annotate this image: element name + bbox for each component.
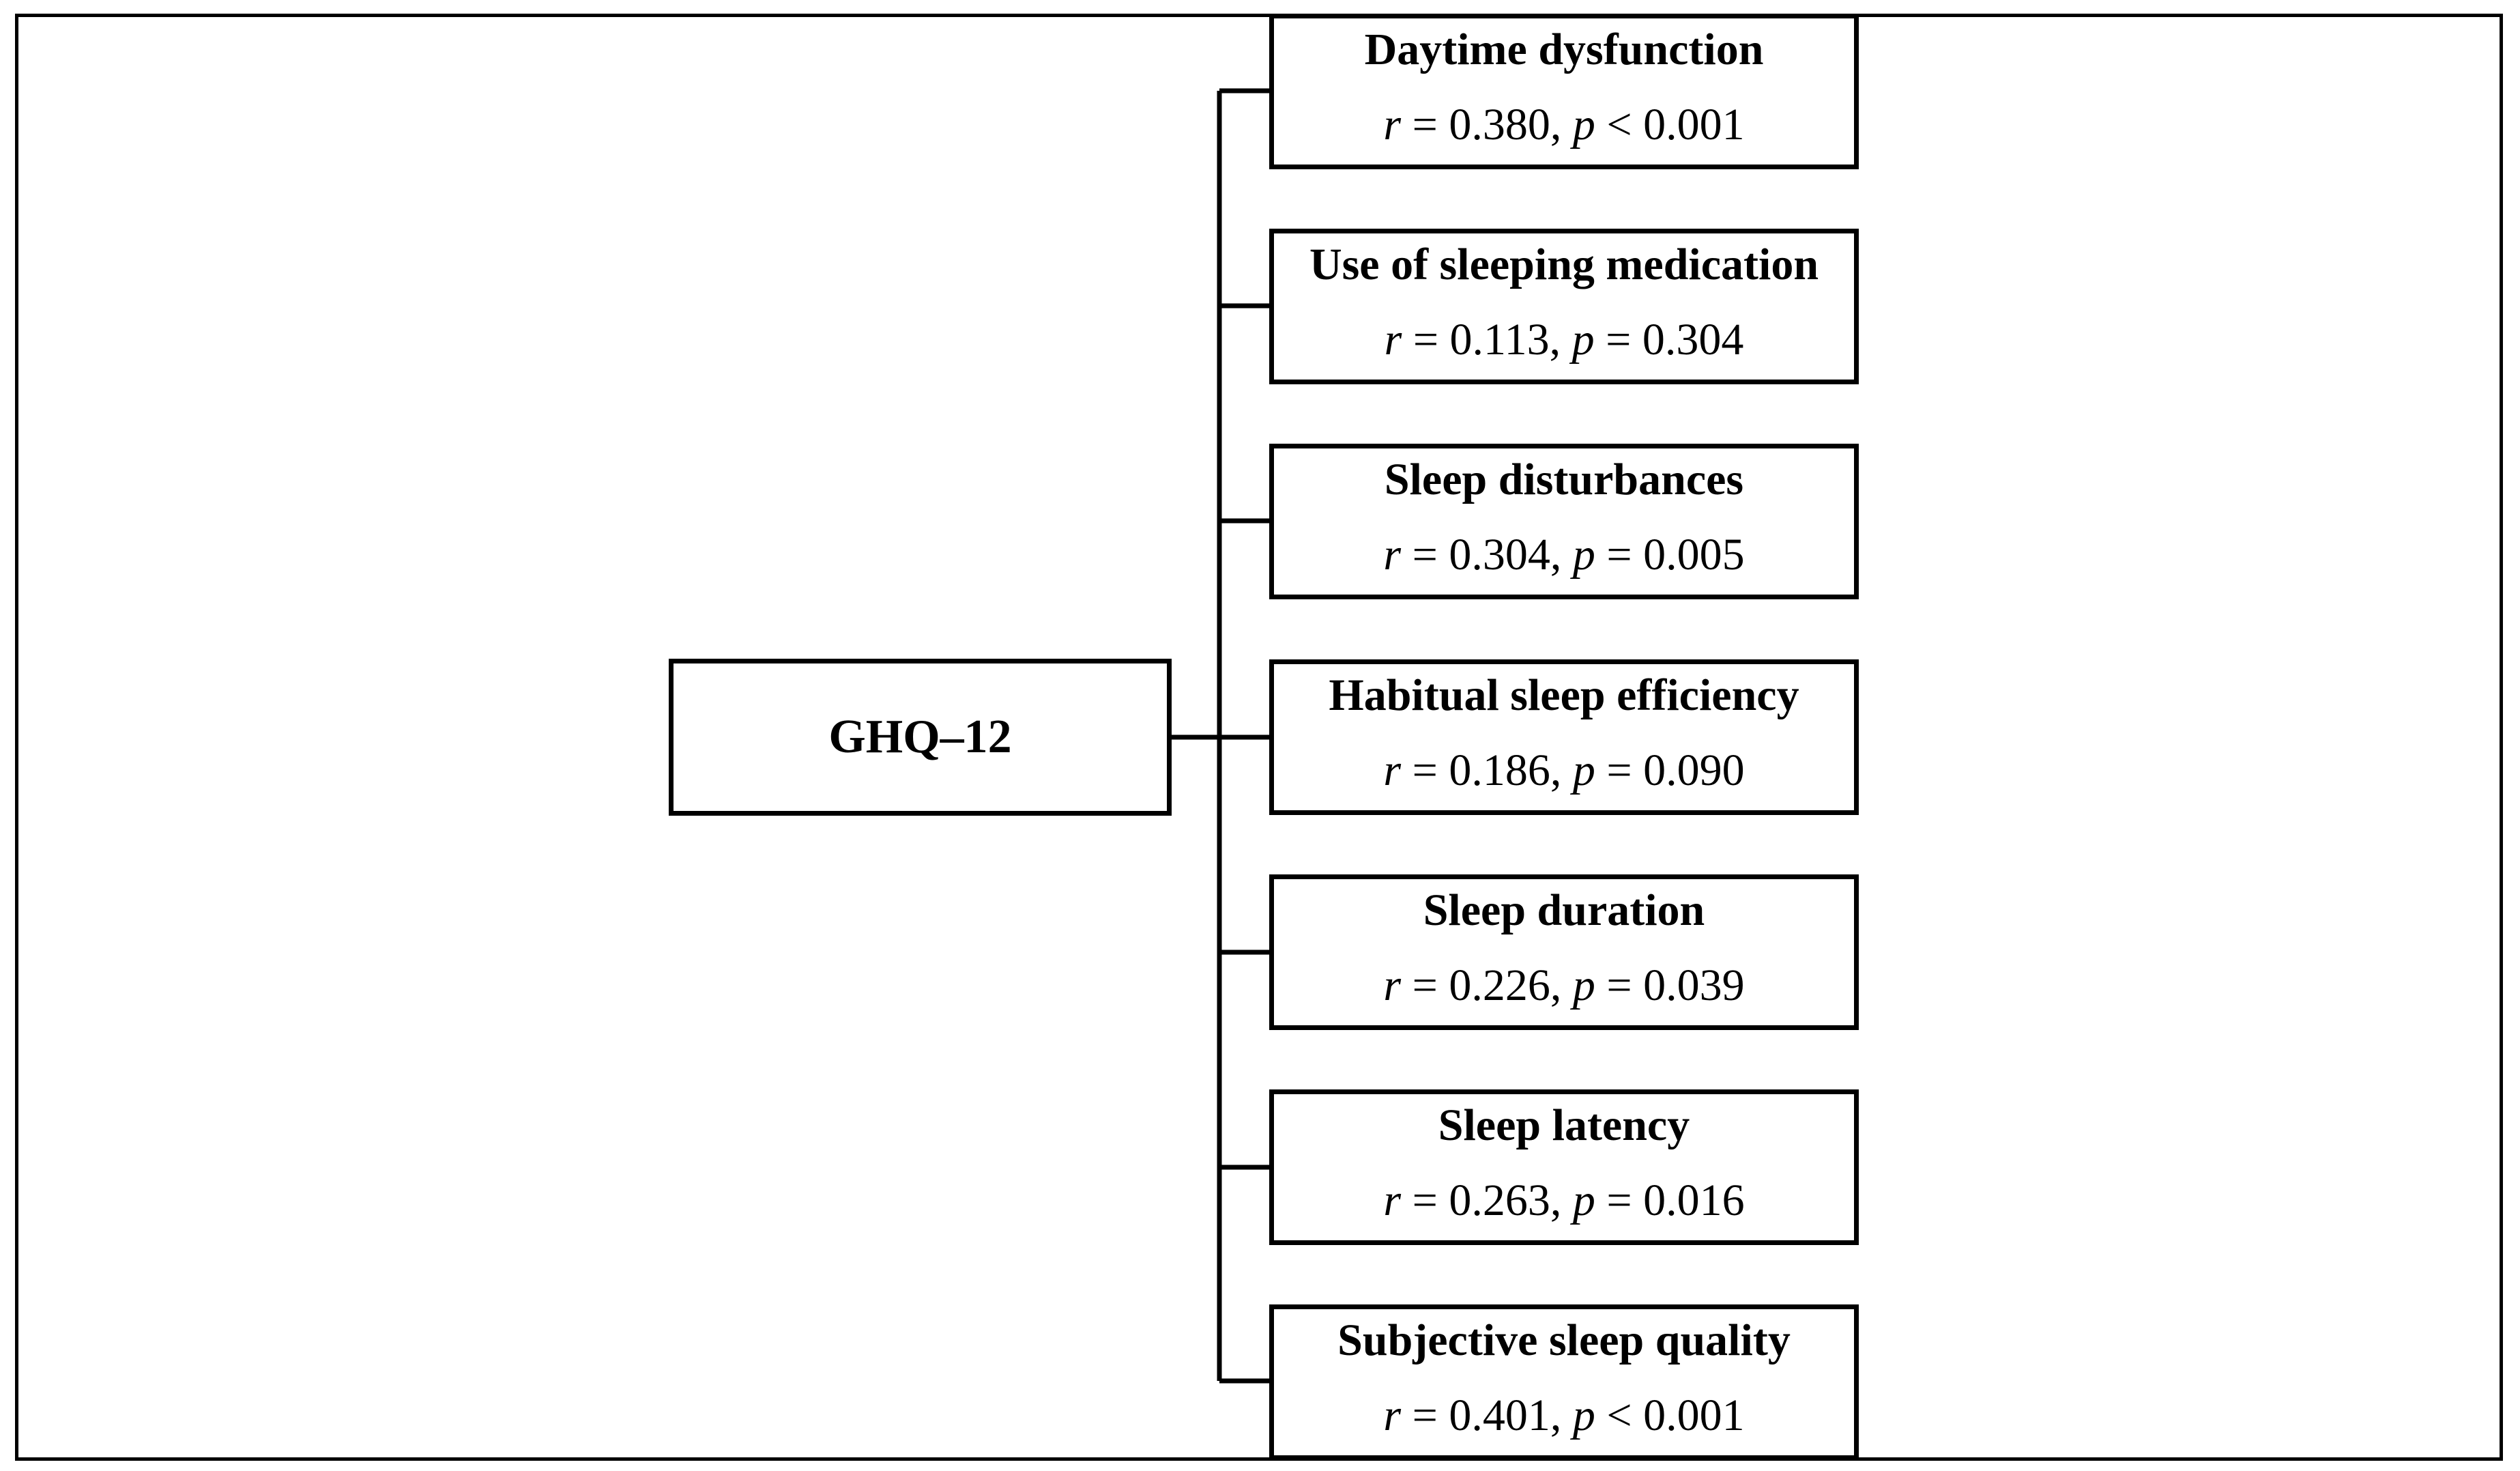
ghq12-box: GHQ–12 [669, 659, 1172, 816]
item-stats: r = 0.304, p = 0.005 [1274, 529, 1854, 581]
p-symbol: p [1572, 1175, 1595, 1225]
p-symbol: p [1572, 960, 1595, 1010]
item-title: Daytime dysfunction [1364, 25, 1764, 74]
p-value: = 0.304 [1606, 315, 1744, 365]
p-value: < 0.001 [1606, 1390, 1745, 1440]
item-box-sleep-latency: Sleep latency r = 0.263, p = 0.016 [1269, 1089, 1859, 1245]
item-box-habitual-sleep-efficiency: Habitual sleep efficiency r = 0.186, p =… [1269, 659, 1859, 815]
p-value: = 0.016 [1606, 1175, 1745, 1225]
r-value: = 0.113, [1413, 315, 1561, 365]
item-box-use-of-sleeping-medication: Use of sleeping medication r = 0.113, p … [1269, 229, 1859, 384]
p-symbol: p [1572, 745, 1595, 795]
r-symbol: r [1383, 960, 1402, 1010]
item-title: Habitual sleep efficiency [1329, 670, 1799, 720]
item-stats: r = 0.226, p = 0.039 [1274, 960, 1854, 1012]
r-symbol: r [1383, 1390, 1402, 1440]
p-symbol: p [1572, 1390, 1595, 1440]
item-box-sleep-disturbances: Sleep disturbances r = 0.304, p = 0.005 [1269, 444, 1859, 599]
p-value: < 0.001 [1606, 100, 1745, 149]
item-title: Sleep latency [1438, 1100, 1690, 1150]
p-symbol: p [1572, 315, 1595, 365]
r-value: = 0.380, [1412, 100, 1562, 149]
item-stats: r = 0.186, p = 0.090 [1274, 745, 1854, 797]
r-symbol: r [1383, 1175, 1402, 1225]
item-box-sleep-duration: Sleep duration r = 0.226, p = 0.039 [1269, 874, 1859, 1030]
item-title: Sleep disturbances [1384, 455, 1744, 504]
p-value: = 0.039 [1606, 960, 1745, 1010]
r-symbol: r [1383, 745, 1402, 795]
r-value: = 0.263, [1412, 1175, 1562, 1225]
p-symbol: p [1572, 530, 1595, 580]
item-box-subjective-sleep-quality: Subjective sleep quality r = 0.401, p < … [1269, 1304, 1859, 1460]
item-title: Use of sleeping medication [1309, 240, 1819, 289]
p-value: = 0.090 [1606, 745, 1745, 795]
r-value: = 0.186, [1412, 745, 1562, 795]
r-symbol: r [1383, 530, 1402, 580]
r-symbol: r [1384, 315, 1402, 365]
r-value: = 0.226, [1412, 960, 1562, 1010]
r-symbol: r [1383, 100, 1402, 149]
r-value: = 0.401, [1412, 1390, 1562, 1440]
item-title: Sleep duration [1423, 885, 1705, 935]
item-stats: r = 0.263, p = 0.016 [1274, 1175, 1854, 1227]
r-value: = 0.304, [1412, 530, 1562, 580]
item-stats: r = 0.113, p = 0.304 [1274, 314, 1854, 366]
item-stats: r = 0.401, p < 0.001 [1274, 1390, 1854, 1442]
item-box-daytime-dysfunction: Daytime dysfunction r = 0.380, p < 0.001 [1269, 14, 1859, 169]
ghq12-label: GHQ–12 [828, 711, 1012, 763]
item-title: Subjective sleep quality [1337, 1315, 1791, 1365]
p-value: = 0.005 [1606, 530, 1745, 580]
p-symbol: p [1572, 100, 1595, 149]
item-stats: r = 0.380, p < 0.001 [1274, 99, 1854, 151]
